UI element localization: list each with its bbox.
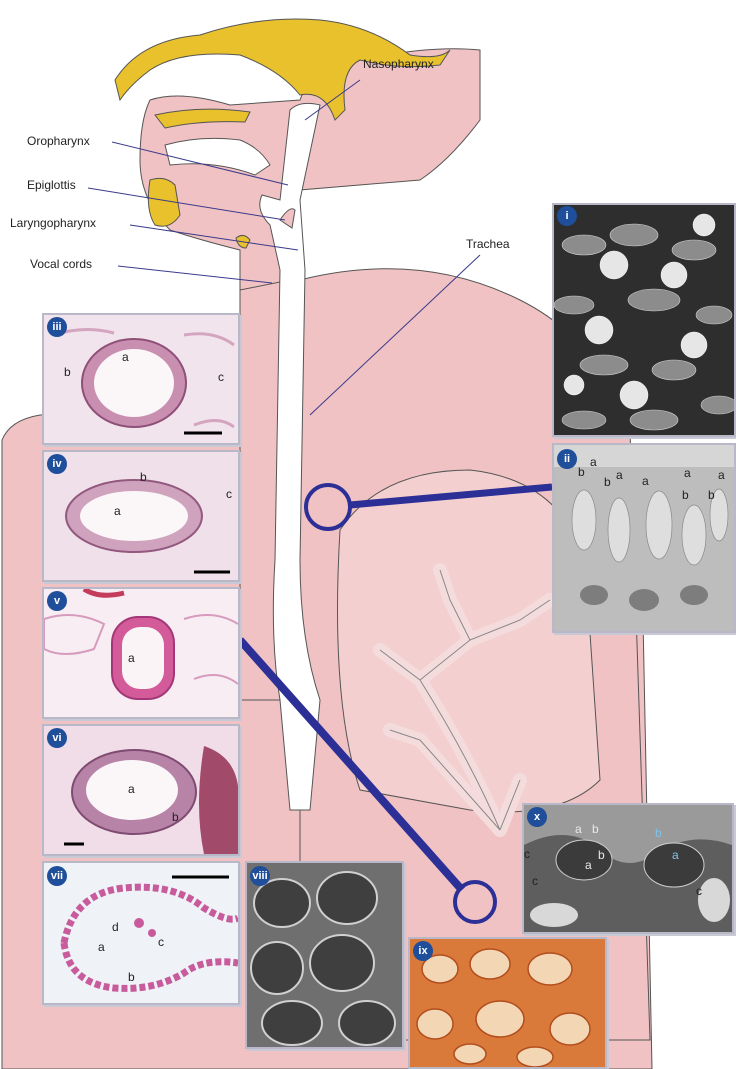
label-x-a-2: a (585, 858, 592, 872)
label-x-a-1: a (575, 822, 582, 836)
terminal-bronchiole-image (44, 589, 238, 717)
label-vocal-cords: Vocal cords (30, 257, 92, 271)
label-vi-b: b (172, 810, 179, 824)
label-ii-b-3: b (682, 488, 689, 502)
label-oropharynx: Oropharynx (27, 134, 90, 148)
badge-iii: iii (47, 317, 67, 337)
label-iv-c: c (226, 487, 232, 501)
label-epiglottis: Epiglottis (27, 178, 76, 192)
label-vii-c: c (158, 935, 164, 949)
label-iv-a: a (114, 504, 121, 518)
label-ii-a-2: a (616, 468, 623, 482)
label-vii-d: d (112, 920, 119, 934)
badge-ii: ii (557, 449, 577, 469)
capillary-network-image (410, 939, 605, 1067)
label-ii-b-1: b (578, 465, 585, 479)
label-x-b-1: b (592, 822, 599, 836)
badge-iv: iv (47, 454, 67, 474)
label-vii-b: b (128, 970, 135, 984)
label-iii-b: b (64, 365, 71, 379)
alveoli-sem-image (247, 863, 402, 1047)
micrograph-panel-vii (42, 861, 240, 1005)
label-x-b-2: b (598, 848, 605, 862)
micrograph-panel-v (42, 587, 240, 719)
badge-vii: vii (47, 866, 67, 886)
label-v-a: a (128, 651, 135, 665)
badge-x: x (527, 807, 547, 827)
badge-ix: ix (413, 941, 433, 961)
label-nasopharynx: Nasopharynx (363, 57, 434, 71)
label-vi-a: a (128, 782, 135, 796)
label-trachea: Trachea (466, 237, 510, 251)
micrograph-panel-ix (408, 937, 607, 1069)
micrograph-panel-vi (42, 724, 240, 856)
label-ii-a-5: a (718, 468, 725, 482)
label-iii-c: c (218, 370, 224, 384)
label-iv-b: b (140, 470, 147, 484)
bronchus-histology-image (44, 315, 238, 443)
label-x-c-2: c (532, 874, 538, 888)
alveolus-histology-image (44, 863, 238, 1003)
label-ii-a-1: a (590, 455, 597, 469)
label-iii-a: a (122, 350, 129, 364)
badge-i: i (557, 206, 577, 226)
micrograph-panel-i (552, 203, 736, 437)
respiratory-bronchiole-image (44, 726, 238, 854)
micrograph-panel-viii (245, 861, 404, 1049)
micrograph-panel-iii (42, 313, 240, 445)
badge-vi: vi (47, 728, 67, 748)
label-x-c-3: c (696, 884, 702, 898)
label-x-a-3: a (672, 848, 679, 862)
label-ii-b-2: b (604, 475, 611, 489)
alveolar-wall-tem-image (524, 805, 732, 932)
label-ii-a-4: a (684, 466, 691, 480)
label-ii-a-3: a (642, 474, 649, 488)
label-ii-b-4: b (708, 488, 715, 502)
label-x-c-1: c (524, 847, 530, 861)
badge-v: v (47, 591, 67, 611)
cilia-sem-image (554, 205, 734, 435)
label-laryngopharynx: Laryngopharynx (10, 216, 96, 230)
label-vii-a: a (98, 940, 105, 954)
label-x-b-3: b (655, 826, 662, 840)
badge-viii: viii (250, 866, 270, 886)
micrograph-panel-x (522, 803, 734, 934)
